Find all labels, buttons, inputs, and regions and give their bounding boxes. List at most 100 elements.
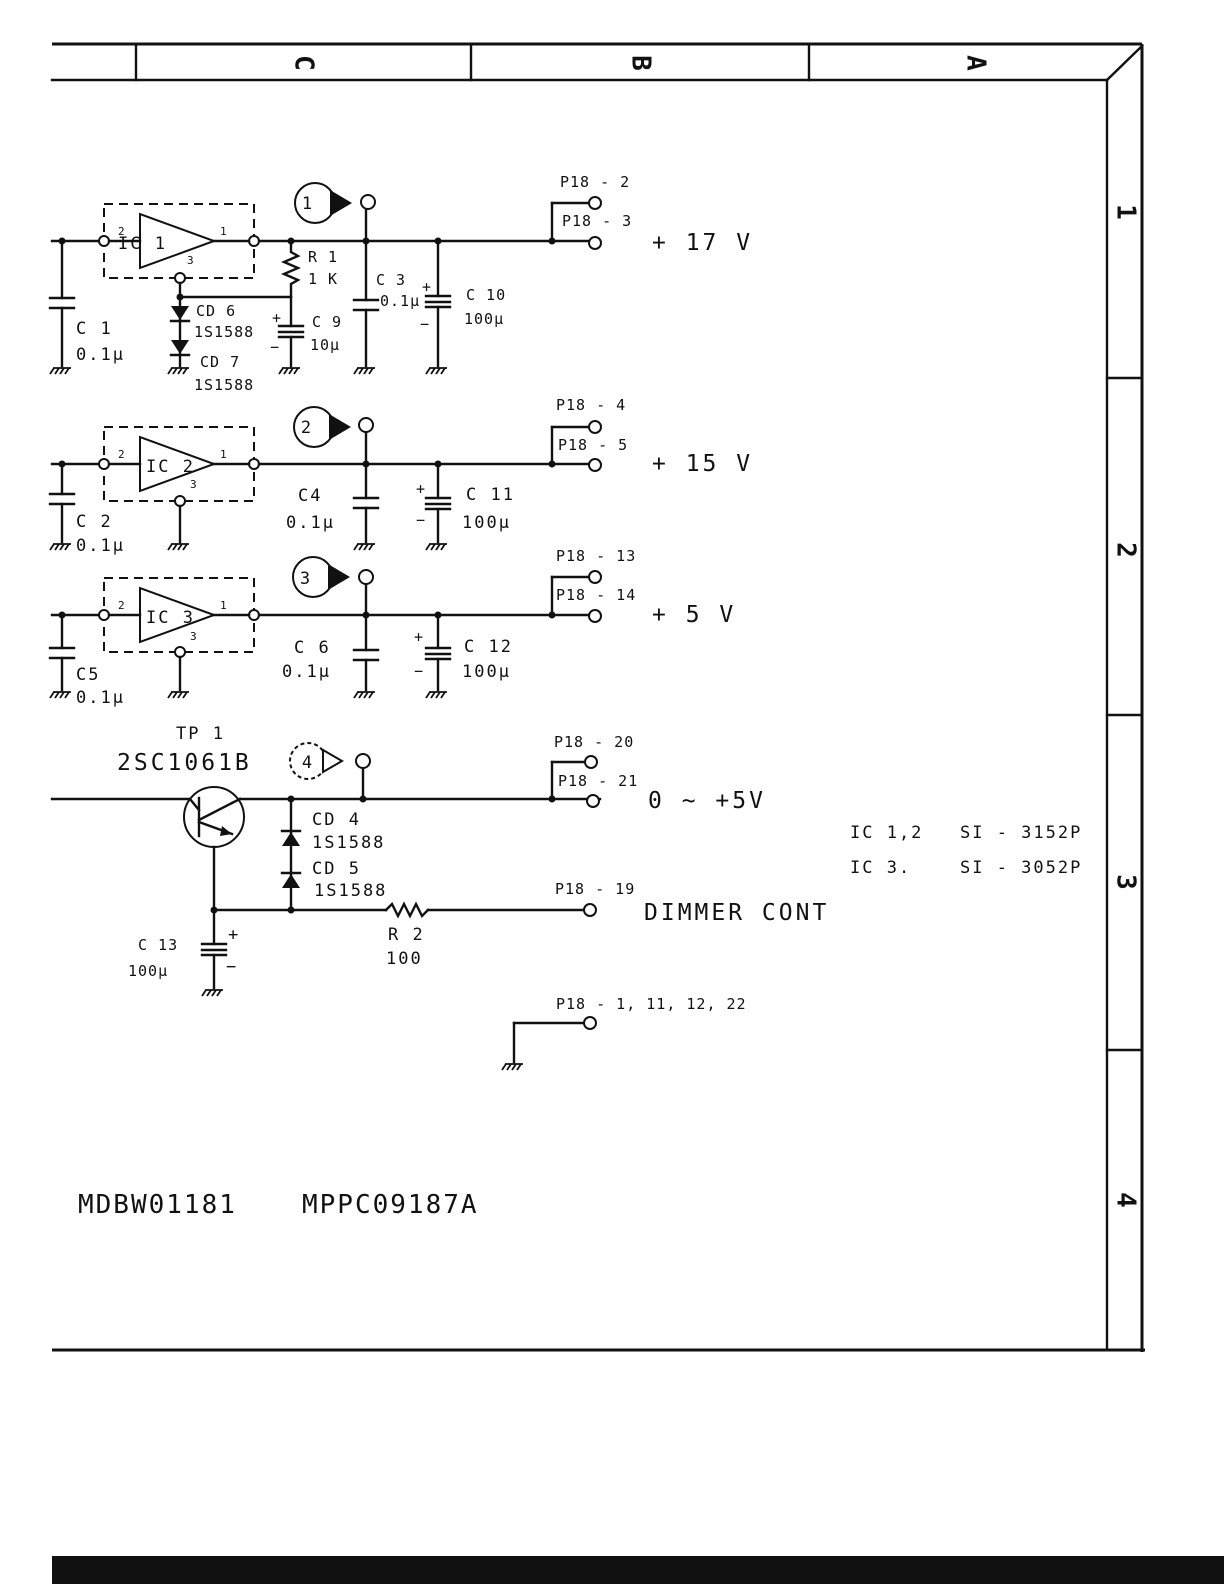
- connector-p18-2: P18 - 2: [560, 173, 630, 191]
- ic-table-row1-ics: IC 1,2: [850, 823, 923, 843]
- r1-ref: R 1: [308, 248, 338, 266]
- r1-resistor: [280, 239, 302, 299]
- c6-ref: C 6: [294, 638, 331, 658]
- output-label-17v: + 17 V: [652, 230, 753, 256]
- ic2-pin-in: 2: [118, 448, 125, 461]
- c9-value: 10μ: [310, 336, 340, 354]
- c12-ref: C 12: [464, 637, 513, 657]
- ic2-pin-gnd: 3: [190, 478, 197, 491]
- ic-table-row1-part: SI - 3152P: [960, 823, 1082, 843]
- ic2-label: IC 2: [146, 457, 195, 477]
- output-label-0-5v: 0 ~ +5V: [648, 788, 766, 814]
- tp1-value: 2SC1061B: [117, 750, 252, 776]
- c10-value: 100μ: [464, 310, 504, 328]
- ic3-pin-in: 2: [118, 599, 125, 612]
- ic2-pin-out: 1: [220, 448, 227, 461]
- section-15v: [48, 406, 602, 551]
- cd4-ref: CD 4: [312, 810, 361, 830]
- test-point-1: 1: [302, 194, 314, 214]
- tp1-ref: TP 1: [176, 724, 225, 744]
- cd5-diode: [282, 874, 300, 888]
- column-label-a: A: [961, 55, 991, 71]
- cd4-diode: [282, 832, 300, 846]
- c9-ref: C 9: [312, 313, 342, 331]
- ic-table-row2-ics: IC 3.: [850, 858, 911, 878]
- ic3-pin-gnd: 3: [190, 630, 197, 643]
- cd7-ref: CD 7: [200, 353, 240, 371]
- c2-ref: C 2: [76, 512, 113, 532]
- cd7-value: 1S1588: [194, 376, 254, 394]
- c13-ref: C 13: [138, 936, 178, 954]
- c3-value: 0.1μ: [380, 292, 420, 310]
- cd7-diode: [171, 340, 189, 354]
- c11-minus: −: [416, 511, 426, 529]
- connector-p18-4: P18 - 4: [556, 396, 626, 414]
- connector-p18-14: P18 - 14: [556, 586, 636, 604]
- section-17v: [48, 182, 602, 375]
- ic3-label: IC 3: [146, 608, 195, 628]
- c5-ref: C5: [76, 665, 100, 685]
- connector-p18-3: P18 - 3: [562, 212, 632, 230]
- c2-value: 0.1μ: [76, 536, 125, 556]
- row-label-1: 1: [1111, 204, 1141, 220]
- connector-p18-19: P18 - 19: [555, 880, 635, 898]
- c11-plus: +: [416, 480, 426, 498]
- c11-value: 100μ: [462, 513, 511, 533]
- r2-resistor: [384, 901, 430, 919]
- ic1-pin-in: 2: [118, 225, 125, 238]
- ic1-pin-gnd: 3: [187, 254, 194, 267]
- border-frame: [50, 42, 1224, 1584]
- c5-value: 0.1μ: [76, 688, 125, 708]
- section-dimmer: [50, 742, 602, 1071]
- cd6-value: 1S1588: [194, 323, 254, 341]
- connector-p18-20: P18 - 20: [554, 733, 634, 751]
- c12-plus: +: [414, 628, 424, 646]
- c10-minus: −: [420, 315, 430, 333]
- connector-p18-13: P18 - 13: [556, 547, 636, 565]
- r2-ref: R 2: [388, 925, 425, 945]
- c9-plus: +: [272, 309, 282, 327]
- r2-value: 100: [386, 949, 423, 969]
- c3-ref: C 3: [376, 271, 406, 289]
- c4-value: 0.1μ: [286, 513, 335, 533]
- column-label-b: B: [626, 55, 656, 71]
- c13-minus: −: [226, 957, 238, 977]
- test-point-4: 4: [302, 753, 314, 773]
- r1-value: 1 K: [308, 270, 338, 288]
- c9-minus: −: [270, 338, 280, 356]
- pcb-code: MPPC09187A: [302, 1190, 479, 1220]
- ic1-pin-out: 1: [220, 225, 227, 238]
- row-label-3: 3: [1111, 874, 1141, 890]
- cd5-value: 1S1588: [314, 881, 387, 901]
- column-label-c: C: [289, 55, 319, 71]
- c12-value: 100μ: [462, 662, 511, 682]
- c4-ref: C4: [298, 486, 322, 506]
- output-label-5v: + 5 V: [652, 602, 736, 628]
- output-label-15v: + 15 V: [652, 451, 753, 477]
- ground-connector-pins: P18 - 1, 11, 12, 22: [556, 995, 747, 1013]
- scan-edge-bar: [52, 1556, 1224, 1584]
- ic-table-row2-part: SI - 3052P: [960, 858, 1082, 878]
- row-label-2: 2: [1111, 542, 1141, 558]
- cd6-diode: [171, 306, 189, 320]
- c1-value: 0.1μ: [76, 345, 125, 365]
- c13-plus: +: [228, 925, 240, 945]
- test-point-3: 3: [300, 569, 312, 589]
- row-label-4: 4: [1111, 1192, 1141, 1208]
- ic3-pin-out: 1: [220, 599, 227, 612]
- cd6-ref: CD 6: [196, 302, 236, 320]
- tp1-transistor: [183, 786, 245, 848]
- c10-ref: C 10: [466, 286, 506, 304]
- ic1-label: IC 1: [118, 234, 167, 254]
- section-5v: [48, 556, 602, 699]
- test-point-2: 2: [301, 418, 313, 438]
- cd5-ref: CD 5: [312, 859, 361, 879]
- c6-value: 0.1μ: [282, 662, 331, 682]
- c10-plus: +: [422, 278, 432, 296]
- connector-p18-21: P18 - 21: [558, 772, 638, 790]
- c13-value: 100μ: [128, 962, 168, 980]
- c1-ref: C 1: [76, 319, 113, 339]
- c12-minus: −: [414, 662, 424, 680]
